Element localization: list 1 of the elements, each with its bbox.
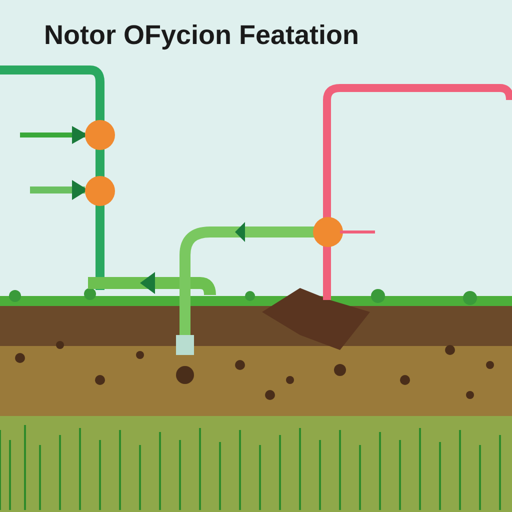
diagram-title: Notor OFycion Featation <box>44 20 360 51</box>
